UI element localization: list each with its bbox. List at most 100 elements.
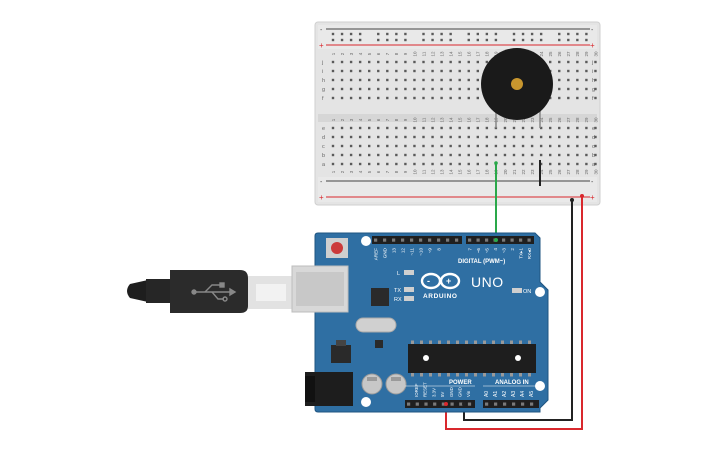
terminal-hole[interactable] [431, 60, 434, 64]
terminal-hole[interactable] [358, 144, 362, 148]
terminal-hole[interactable] [521, 126, 525, 130]
terminal-hole[interactable] [422, 144, 425, 148]
rail-hole[interactable] [404, 38, 407, 42]
terminal-hole[interactable] [576, 153, 579, 157]
terminal-hole[interactable] [404, 60, 407, 64]
terminal-hole[interactable] [467, 96, 470, 100]
terminal-hole[interactable] [467, 144, 470, 148]
terminal-hole[interactable] [494, 153, 498, 157]
terminal-hole[interactable] [349, 78, 353, 82]
terminal-hole[interactable] [340, 69, 344, 73]
wire-red[interactable] [445, 196, 583, 430]
rail-hole[interactable] [422, 38, 425, 42]
terminal-hole[interactable] [331, 69, 335, 73]
terminal-hole[interactable] [576, 69, 579, 73]
rail-hole[interactable] [349, 38, 353, 42]
terminal-hole[interactable] [530, 135, 534, 139]
rail-hole[interactable] [539, 38, 543, 42]
terminal-hole[interactable] [368, 96, 371, 100]
rail-hole[interactable] [567, 32, 570, 36]
header-pin[interactable] [401, 238, 405, 242]
terminal-hole[interactable] [349, 144, 353, 148]
terminal-hole[interactable] [521, 162, 525, 166]
terminal-hole[interactable] [413, 69, 416, 73]
rail-hole[interactable] [585, 32, 588, 36]
terminal-hole[interactable] [576, 135, 579, 139]
terminal-hole[interactable] [512, 144, 516, 148]
terminal-hole[interactable] [530, 144, 534, 148]
terminal-hole[interactable] [331, 78, 335, 82]
terminal-hole[interactable] [404, 135, 407, 139]
terminal-hole[interactable] [386, 162, 389, 166]
terminal-hole[interactable] [512, 135, 516, 139]
terminal-hole[interactable] [340, 96, 344, 100]
header-pin[interactable] [374, 238, 378, 242]
terminal-hole[interactable] [358, 126, 362, 130]
terminal-hole[interactable] [404, 162, 407, 166]
terminal-hole[interactable] [377, 144, 380, 148]
terminal-hole[interactable] [476, 78, 479, 82]
rail-hole[interactable] [440, 32, 443, 36]
terminal-hole[interactable] [585, 69, 588, 73]
terminal-hole[interactable] [512, 162, 516, 166]
terminal-hole[interactable] [558, 135, 561, 139]
terminal-hole[interactable] [539, 126, 543, 130]
rail-hole[interactable] [449, 38, 452, 42]
terminal-hole[interactable] [567, 135, 570, 139]
header-pin[interactable] [512, 402, 516, 406]
terminal-hole[interactable] [422, 69, 425, 73]
terminal-hole[interactable] [404, 96, 407, 100]
terminal-hole[interactable] [594, 69, 597, 73]
header-pin[interactable] [407, 402, 411, 406]
terminal-hole[interactable] [449, 135, 452, 139]
header-pin[interactable] [503, 402, 507, 406]
terminal-hole[interactable] [368, 162, 371, 166]
terminal-hole[interactable] [431, 78, 434, 82]
terminal-hole[interactable] [413, 144, 416, 148]
terminal-hole[interactable] [585, 162, 588, 166]
terminal-hole[interactable] [594, 153, 597, 157]
header-pin[interactable] [441, 402, 445, 406]
terminal-hole[interactable] [494, 135, 498, 139]
terminal-hole[interactable] [485, 126, 489, 130]
terminal-hole[interactable] [431, 87, 434, 91]
terminal-hole[interactable] [431, 69, 434, 73]
rail-hole[interactable] [558, 32, 561, 36]
terminal-hole[interactable] [476, 60, 479, 64]
terminal-hole[interactable] [594, 96, 597, 100]
terminal-hole[interactable] [349, 126, 353, 130]
header-pin[interactable] [459, 402, 463, 406]
terminal-hole[interactable] [549, 96, 552, 100]
rail-hole[interactable] [558, 38, 561, 42]
terminal-hole[interactable] [440, 162, 443, 166]
terminal-hole[interactable] [558, 126, 561, 130]
terminal-hole[interactable] [368, 153, 371, 157]
terminal-hole[interactable] [567, 153, 570, 157]
terminal-hole[interactable] [395, 135, 398, 139]
rail-hole[interactable] [585, 38, 588, 42]
terminal-hole[interactable] [404, 87, 407, 91]
header-pin[interactable] [433, 402, 437, 406]
terminal-hole[interactable] [585, 78, 588, 82]
header-pin[interactable] [450, 402, 454, 406]
terminal-hole[interactable] [503, 135, 507, 139]
rail-hole[interactable] [377, 38, 380, 42]
header-pin[interactable] [428, 238, 432, 242]
terminal-hole[interactable] [512, 126, 516, 130]
rail-hole[interactable] [340, 38, 344, 42]
terminal-hole[interactable] [413, 96, 416, 100]
terminal-hole[interactable] [440, 135, 443, 139]
rail-hole[interactable] [340, 32, 344, 36]
terminal-hole[interactable] [576, 96, 579, 100]
terminal-hole[interactable] [340, 153, 344, 157]
terminal-hole[interactable] [458, 69, 461, 73]
terminal-hole[interactable] [449, 126, 452, 130]
terminal-hole[interactable] [485, 135, 489, 139]
terminal-hole[interactable] [503, 126, 507, 130]
terminal-hole[interactable] [458, 162, 461, 166]
terminal-hole[interactable] [576, 87, 579, 91]
terminal-hole[interactable] [368, 135, 371, 139]
terminal-hole[interactable] [449, 78, 452, 82]
terminal-hole[interactable] [512, 153, 516, 157]
terminal-hole[interactable] [503, 162, 507, 166]
